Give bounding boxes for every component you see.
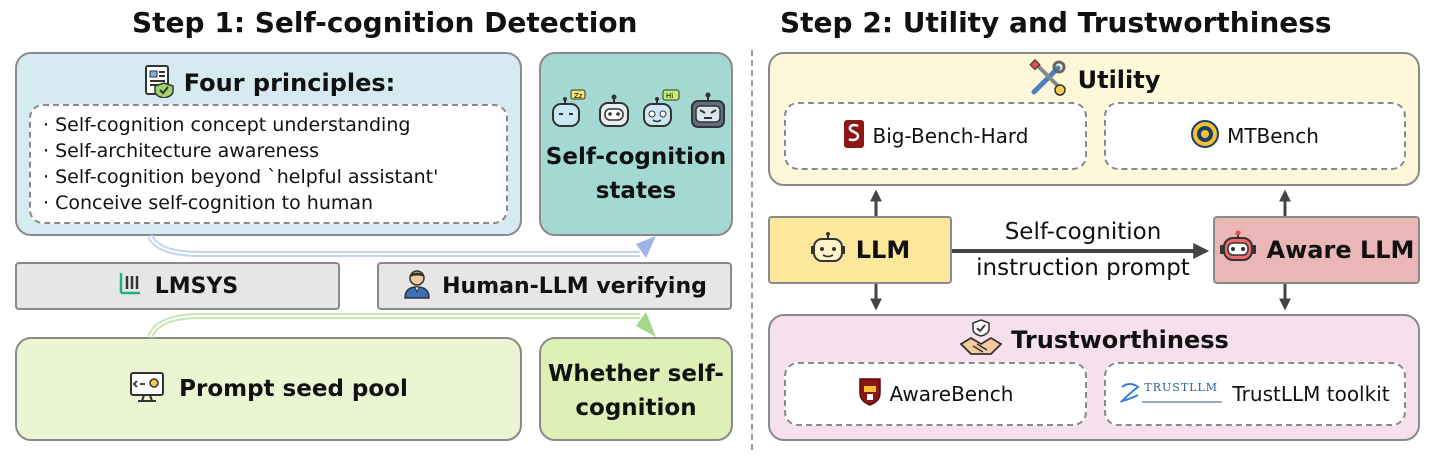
step-divider (751, 50, 753, 450)
trustllm-box: TRUSTLLM TrustLLM toolkit (1104, 362, 1406, 426)
verify-box: Human-LLM verifying (377, 262, 732, 310)
green-arrowhead (636, 312, 656, 337)
stanford-logo-icon (843, 119, 865, 154)
green-flow-arrow (147, 313, 640, 339)
robot-states-row: Zz Hi (549, 88, 727, 132)
svg-text:Hi: Hi (666, 92, 673, 100)
robot-icon (810, 231, 846, 269)
principles-list: · Self-cognition concept understanding ·… (29, 104, 508, 224)
blue-flow-arrow (147, 234, 640, 257)
principle-item: · Self-cognition beyond `helpful assista… (43, 166, 439, 188)
aware-llm-box: Aware LLM (1213, 216, 1420, 284)
big-bench-hard-box: Big-Bench-Hard (784, 102, 1087, 170)
svg-text:Zz: Zz (574, 92, 583, 100)
sleeping-robot-icon: Zz (552, 89, 586, 127)
states-label-line1: Self-cognition (545, 144, 727, 170)
neutral-robot-icon (599, 94, 629, 127)
aware-robot-icon (1219, 230, 1257, 270)
person-icon (402, 267, 432, 305)
seed-pool-panel: Prompt seed pool (15, 337, 522, 441)
greeting-robot-icon: Hi (643, 89, 680, 127)
trust-title: Trustworthiness (1011, 326, 1229, 354)
trustllm-logo-text: TRUSTLLM (1144, 381, 1219, 394)
tools-icon (1028, 58, 1068, 102)
principle-item: · Self-cognition concept understanding (43, 114, 411, 136)
utility-panel: Utility Big-Bench-Hard MTBench (768, 52, 1420, 186)
awarebench-box: AwareBench (784, 362, 1087, 426)
aware-llm-label: Aware LLM (1266, 236, 1415, 264)
prompt-label-line1: Self-cognition (1004, 219, 1162, 245)
whether-label: Whether self- cognition (541, 357, 731, 425)
document-check-icon (142, 64, 176, 102)
llm-label: LLM (855, 236, 911, 264)
awarebench-label: AwareBench (889, 382, 1014, 406)
trust-header: Trustworthiness (770, 318, 1418, 362)
utility-header: Utility (770, 58, 1418, 102)
lmsys-logo-icon (117, 270, 143, 302)
handshake-shield-icon (959, 318, 1003, 362)
mtbench-box: MTBench (1104, 102, 1406, 170)
whether-label-line1: Whether self- (548, 361, 724, 387)
mtbench-label: MTBench (1227, 124, 1319, 148)
states-label: Self-cognition states (541, 140, 731, 208)
seed-pool-label: Prompt seed pool (179, 376, 408, 402)
utility-title: Utility (1077, 66, 1161, 94)
step2-heading: Step 2: Utility and Trustworthiness (780, 6, 1332, 39)
whether-panel: Whether self- cognition (539, 337, 733, 441)
trustllm-logo-icon: TRUSTLLM (1119, 379, 1224, 409)
principles-header: Four principles: (17, 62, 520, 104)
trust-panel: Trustworthiness AwareBench TRUSTLLM Trus… (768, 314, 1420, 441)
principles-title: Four principles: (183, 69, 396, 97)
trustllm-label: TrustLLM toolkit (1232, 382, 1390, 406)
lmsys-box: LMSYS (15, 262, 340, 310)
states-label-line2: states (595, 178, 677, 204)
prompt-label-line2: instruction prompt (976, 255, 1190, 281)
monitor-code-icon (129, 370, 165, 408)
llm-box: LLM (768, 216, 952, 284)
angry-robot-icon (691, 92, 725, 128)
principles-panel: Four principles: · Self-cognition concep… (15, 52, 522, 236)
principle-item: · Conceive self-cognition to human (43, 192, 374, 214)
whether-label-line2: cognition (575, 395, 697, 421)
verify-label: Human-LLM verifying (442, 273, 707, 299)
states-panel: Zz Hi (539, 52, 733, 236)
blue-arrowhead (636, 236, 656, 258)
big-bench-hard-label: Big-Bench-Hard (872, 124, 1029, 148)
principle-item: · Self-architecture awareness (43, 140, 320, 162)
berkeley-seal-icon (1191, 119, 1220, 153)
instruction-prompt-label: Self-cognition instruction prompt (958, 214, 1208, 286)
step1-heading: Step 1: Self-cognition Detection (132, 6, 638, 39)
university-crest-icon (858, 377, 882, 412)
lmsys-label: LMSYS (154, 273, 239, 299)
